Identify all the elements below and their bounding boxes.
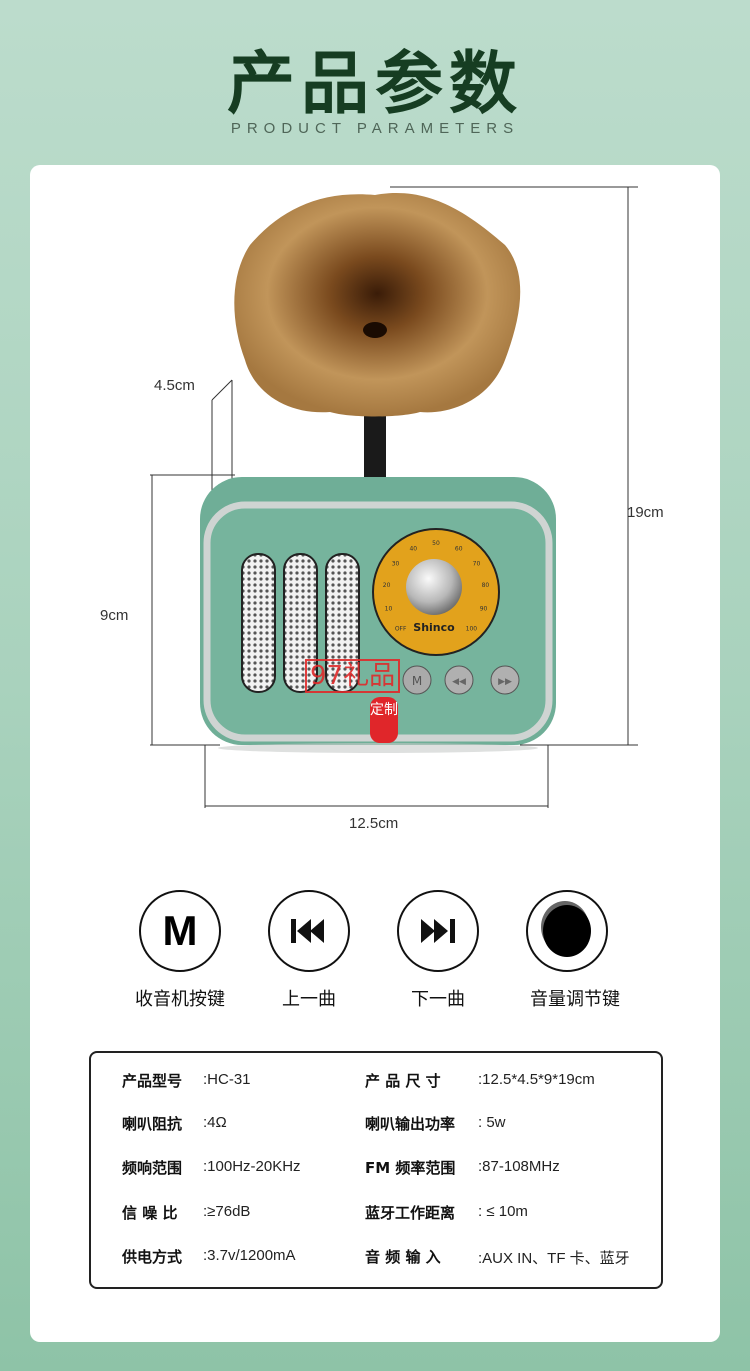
spec-value: :100Hz-20KHz (203, 1158, 301, 1175)
spec-table (89, 1051, 663, 1289)
product-illustration: Shinco M ◀◀ ▶▶ OFF 10 20 30 40 50 60 70 80 90 100 (150, 186, 638, 808)
svg-text:▶▶: ▶▶ (498, 677, 512, 687)
spec-label: 产品型号 (122, 1072, 183, 1090)
spec-label: 蓝牙工作距离 (365, 1204, 456, 1222)
dial-mark: 80 (482, 582, 490, 589)
dial-mark: 50 (432, 540, 440, 547)
spec-label: 信 噪 比 (122, 1204, 178, 1222)
spec-value: :AUX IN、TF 卡、蓝牙 (478, 1250, 630, 1267)
dial-mark: 70 (473, 561, 481, 568)
dial-mark: 100 (466, 625, 478, 632)
radio-next-button (490, 665, 520, 695)
dial-mark: 30 (392, 561, 400, 568)
spec-value: :12.5*4.5*9*19cm (478, 1071, 595, 1088)
dimension-height: 9cm (100, 607, 129, 624)
dial-mark: OFF (395, 625, 407, 632)
svg-text:◀◀: ◀◀ (452, 677, 466, 687)
dimension-total-height: 19cm (627, 504, 664, 521)
m-glyph: M (162, 907, 198, 954)
spec-value: :≥76dB (203, 1203, 251, 1220)
spec-label: 频响范围 (122, 1159, 183, 1177)
spec-value: : ≤ 10m (478, 1203, 528, 1220)
control-label: 音量调节键 (530, 989, 620, 1010)
tuning-knob (406, 559, 462, 615)
spec-value: :4Ω (203, 1114, 227, 1131)
page-title: 产品参数 (226, 45, 523, 124)
volume-knob-icon (526, 890, 608, 972)
spec-label: 音 频 输 入 (365, 1248, 441, 1266)
speaker-grill (283, 553, 318, 693)
watermark-logo: 97礼品 (305, 659, 401, 693)
brand-logo: Shinco (413, 621, 455, 634)
page-subtitle: PRODUCT PARAMETERS (230, 120, 520, 137)
spec-label: 喇叭输出功率 (365, 1115, 456, 1133)
spec-label: 喇叭阻抗 (122, 1115, 183, 1133)
spec-value: :3.7v/1200mA (203, 1247, 296, 1264)
gramophone-horn (234, 193, 521, 417)
control-label: 收音机按键 (135, 989, 225, 1010)
speaker-grill (241, 553, 276, 693)
m-button-icon: M (139, 890, 221, 972)
spec-label: 供电方式 (122, 1248, 183, 1266)
dimension-depth: 4.5cm (154, 377, 195, 394)
next-track-icon (397, 890, 479, 972)
radio-prev-button (444, 665, 474, 695)
control-label: 下一曲 (411, 989, 465, 1010)
previous-track-icon (268, 890, 350, 972)
radio-m-button: M (412, 674, 422, 688)
spec-value: :87-108MHz (478, 1158, 560, 1175)
spec-label: 产 品 尺 寸 (365, 1072, 441, 1090)
spec-label: FM 频率范围 (365, 1159, 456, 1177)
dial-mark: 60 (455, 545, 463, 552)
dial-mark: 40 (409, 545, 417, 552)
dial-mark: 20 (383, 582, 391, 589)
watermark-seal: 定制 (370, 697, 398, 743)
horn-neck (364, 400, 386, 485)
control-label: 上一曲 (282, 989, 336, 1010)
spec-value: :HC-31 (203, 1071, 251, 1088)
dial-mark: 90 (480, 605, 488, 612)
spec-value: : 5w (478, 1114, 506, 1131)
dial-mark: 10 (385, 605, 393, 612)
dimension-width: 12.5cm (349, 815, 399, 832)
